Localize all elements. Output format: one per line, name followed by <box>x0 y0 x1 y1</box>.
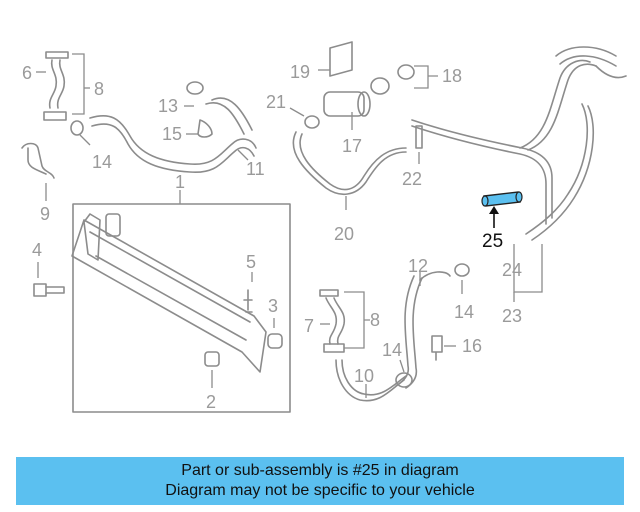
callout-14-bottom: 14 <box>382 340 402 360</box>
part-thermostat-group <box>289 41 438 210</box>
banner-line-2: Diagram may not be specific to your vehi… <box>165 482 475 499</box>
callout-labels: 6 8 9 14 13 15 11 1 4 5 3 2 19 18 21 17 … <box>22 62 522 412</box>
part-pipes-23-24 <box>411 46 627 302</box>
callout-14-right: 14 <box>454 302 474 322</box>
callout-6: 6 <box>22 63 32 83</box>
callout-8-top: 8 <box>94 79 104 99</box>
callout-9: 9 <box>40 204 50 224</box>
callout-7: 7 <box>304 316 314 336</box>
callout-18: 18 <box>442 66 462 86</box>
callout-17: 17 <box>342 136 362 156</box>
callout-12: 12 <box>408 256 428 276</box>
part-hose-6-group <box>21 51 90 201</box>
callout-20: 20 <box>334 224 354 244</box>
callout-22: 22 <box>402 169 422 189</box>
callout-16: 16 <box>462 336 482 356</box>
banner-line-1: Part or sub-assembly is #25 in diagram <box>181 462 459 479</box>
callout-5: 5 <box>246 252 256 272</box>
callout-4: 4 <box>32 240 42 260</box>
callout-2: 2 <box>206 392 216 412</box>
callout-14-left: 14 <box>92 152 112 172</box>
part-bolt-4 <box>33 262 65 297</box>
callout-3: 3 <box>268 296 278 316</box>
callout-19: 19 <box>290 62 310 82</box>
callout-25: 25 <box>482 231 503 252</box>
callout-21: 21 <box>266 92 286 112</box>
callout-11: 11 <box>246 159 265 179</box>
callout-8-bottom: 8 <box>370 310 380 330</box>
info-banner: Part or sub-assembly is #25 in diagram D… <box>16 457 624 505</box>
part-lower-hose-group <box>319 263 470 402</box>
part-hose-11-group <box>70 81 257 173</box>
callout-13: 13 <box>158 96 178 116</box>
callout-23: 23 <box>502 306 522 326</box>
callout-15: 15 <box>162 124 182 144</box>
part-cooler-1 <box>71 190 291 413</box>
part-tube-25-highlight <box>481 191 523 228</box>
callout-1: 1 <box>175 172 185 192</box>
callout-24: 24 <box>502 260 522 280</box>
callout-10: 10 <box>354 366 374 386</box>
